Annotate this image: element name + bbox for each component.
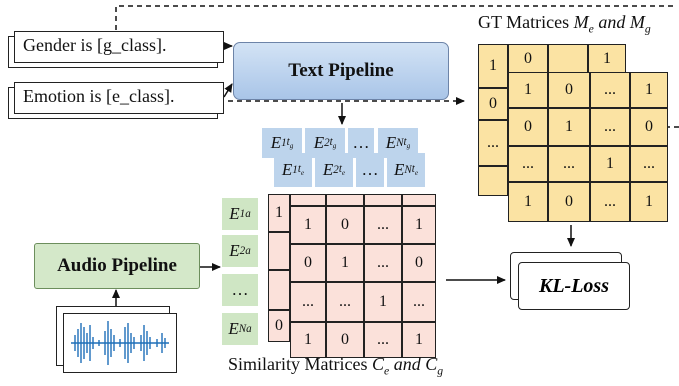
gt-back-cell: 0 bbox=[478, 88, 508, 120]
sim-back-cell bbox=[268, 232, 290, 270]
gt-matrix-cell: ... bbox=[548, 146, 590, 182]
sim-back-cell bbox=[364, 194, 402, 206]
sim-matrix-cell: 1 bbox=[326, 244, 364, 282]
sim-matrix-cell: 0 bbox=[290, 244, 326, 282]
gt-back-cell: 1 bbox=[588, 44, 626, 74]
sim-matrix-cell: 0 bbox=[326, 322, 364, 358]
sim-caption: Similarity Matrices Ce and Cg bbox=[228, 354, 443, 378]
sim-matrix-cell: 1 bbox=[290, 322, 326, 358]
gt-back-cell: 1 bbox=[478, 44, 508, 88]
gt-matrix-cell: 1 bbox=[630, 182, 668, 222]
gt-dashed-link-top bbox=[115, 5, 676, 30]
kl-loss-box: KL-Loss bbox=[518, 262, 630, 310]
sim-matrix-cell: 0 bbox=[326, 206, 364, 244]
audio-pipeline-label: Audio Pipeline bbox=[57, 255, 177, 276]
audio-embedding-ellipsis: … bbox=[222, 274, 258, 306]
sim-back-cell bbox=[402, 194, 436, 206]
sim-matrix-cell: ... bbox=[402, 282, 436, 322]
sim-matrix-cell: 0 bbox=[402, 244, 436, 282]
sim-matrix-cell: ... bbox=[364, 322, 402, 358]
sim-back-cell bbox=[290, 194, 326, 206]
sim-matrix-cell: ... bbox=[364, 244, 402, 282]
kl-loss-label: KL-Loss bbox=[539, 274, 609, 297]
gt-caption-text: GT Matrices bbox=[478, 12, 570, 32]
sim-caption-math: Ce and Cg bbox=[371, 354, 444, 378]
audio-waveform-icon bbox=[71, 321, 169, 365]
text-pipeline-box: Text Pipeline bbox=[233, 42, 449, 100]
sim-matrix-cell: 1 bbox=[402, 206, 436, 244]
sim-matrix-cell: ... bbox=[326, 282, 364, 322]
gt-matrix-cell: ... bbox=[590, 108, 630, 146]
sim-matrix-cell: 1 bbox=[290, 206, 326, 244]
waveform-card-front bbox=[63, 313, 177, 373]
gt-back-cell: 0 bbox=[508, 44, 548, 74]
gt-matrix-cell: ... bbox=[508, 146, 548, 182]
gt-matrix-cell: 0 bbox=[548, 72, 590, 108]
arrow-emotion-to-text bbox=[223, 83, 233, 98]
gt-matrix-cell: 1 bbox=[630, 72, 668, 108]
gender-prompt: Gender is [g_class]. bbox=[14, 31, 224, 63]
gt-back-cell: ... bbox=[478, 120, 508, 166]
sim-matrix-cell: ... bbox=[364, 206, 402, 244]
gt-caption-math: Me and Mg bbox=[573, 12, 651, 36]
gt-matrix-cell: 1 bbox=[508, 72, 548, 108]
audio-pipeline-box: Audio Pipeline bbox=[34, 243, 200, 289]
gt-matrix-cell: 1 bbox=[548, 108, 590, 146]
gt-matrix-cell: ... bbox=[590, 182, 630, 222]
sim-back-cell bbox=[268, 270, 290, 310]
sim-back-cell: 0 bbox=[268, 310, 290, 342]
sim-back-cell: 1 bbox=[268, 194, 290, 232]
sim-matrix-cell: ... bbox=[290, 282, 326, 322]
sim-back-cell bbox=[326, 194, 364, 206]
gt-matrix-cell: 0 bbox=[630, 108, 668, 146]
gt-matrix-cell: ... bbox=[590, 72, 630, 108]
gt-matrix-cell: 1 bbox=[590, 146, 630, 182]
gt-back-cell bbox=[478, 166, 508, 196]
gt-matrix-cell: 1 bbox=[508, 182, 548, 222]
gt-matrix-cell: 0 bbox=[508, 108, 548, 146]
sim-matrix-cell: 1 bbox=[364, 282, 402, 322]
gt-caption: GT Matrices Me and Mg bbox=[478, 12, 651, 36]
text-pipeline-label: Text Pipeline bbox=[288, 60, 394, 81]
gender-prompt-text: Gender is [g_class]. bbox=[23, 35, 167, 55]
gt-matrix-cell: 0 bbox=[548, 182, 590, 222]
emotion-prompt-text: Emotion is [e_class]. bbox=[23, 86, 175, 106]
gt-matrix-cell: ... bbox=[630, 146, 668, 182]
gt-back-cell bbox=[548, 44, 588, 74]
sim-matrix-cell: 1 bbox=[402, 322, 436, 358]
emotion-embedding-ellipsis: … bbox=[356, 153, 384, 187]
emotion-prompt: Emotion is [e_class]. bbox=[14, 82, 224, 114]
sim-caption-text: Similarity Matrices bbox=[228, 354, 368, 374]
